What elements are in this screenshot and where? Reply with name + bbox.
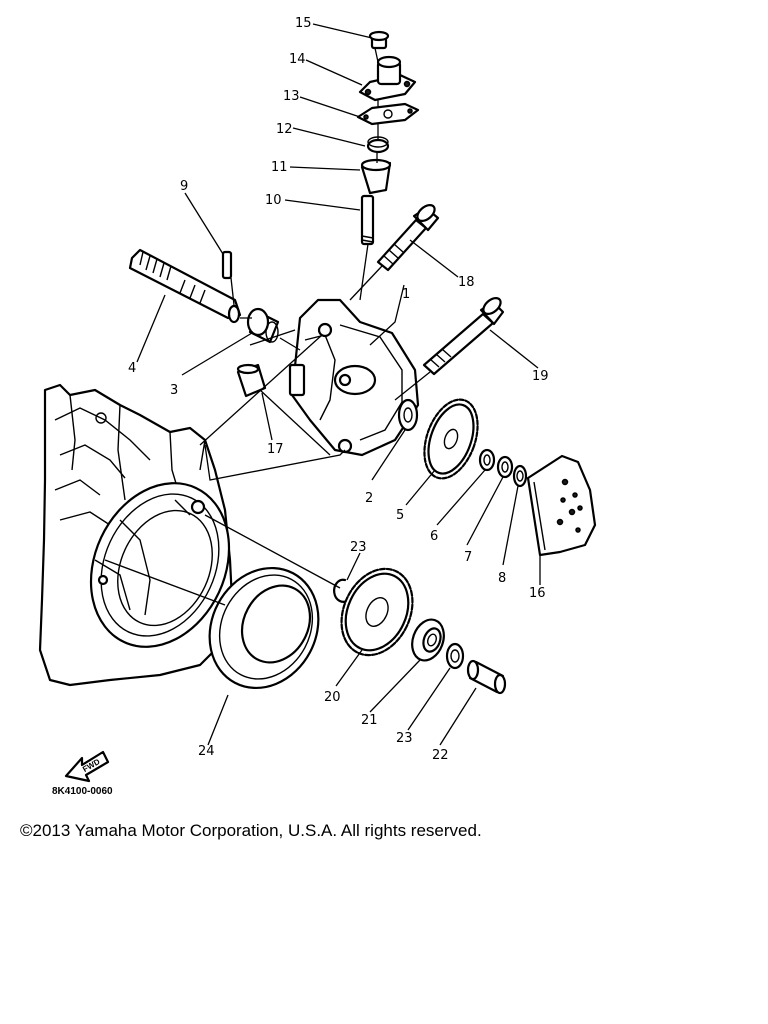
label-6: 6 xyxy=(430,529,438,544)
part-14-holder xyxy=(358,55,417,102)
part-19-bolt xyxy=(422,296,505,376)
label-24: 24 xyxy=(198,744,215,759)
label-17: 17 xyxy=(267,442,284,457)
label-3: 3 xyxy=(170,383,178,398)
part-15-bolt xyxy=(368,30,390,50)
forward-arrow-icon: FWD xyxy=(64,750,110,783)
label-10: 10 xyxy=(265,193,282,208)
part-18-bolt xyxy=(376,203,440,272)
label-4: 4 xyxy=(128,361,136,376)
assembly-lines xyxy=(104,47,431,606)
part-5-gear xyxy=(423,398,479,480)
label-16: 16 xyxy=(529,586,546,601)
part-13-gasket xyxy=(356,102,420,126)
label-11: 11 xyxy=(271,160,288,175)
part-3-sleeve xyxy=(246,307,280,344)
part-10-shaft xyxy=(360,194,375,246)
part-16-cover xyxy=(526,454,597,557)
parts-diagram: 15 14 13 12 11 10 9 18 1 4 3 19 17 2 5 6… xyxy=(38,16,597,797)
label-20: 20 xyxy=(324,690,341,705)
part-11-bushing xyxy=(360,158,392,195)
label-23-top: 23 xyxy=(350,540,367,555)
drawing-code: 8K4100-0060 xyxy=(52,786,113,797)
part-23-washer xyxy=(445,642,465,670)
label-23-bottom: 23 xyxy=(396,731,413,746)
part-labels: 15 14 13 12 11 10 9 18 1 4 3 19 17 2 5 6… xyxy=(128,16,549,763)
part-2-washer xyxy=(397,398,419,432)
part-8-clip xyxy=(512,464,528,488)
part-22-pin xyxy=(466,659,507,695)
label-22: 22 xyxy=(432,748,449,763)
label-7: 7 xyxy=(464,550,472,565)
part-23-circlip xyxy=(333,578,350,603)
part-4-shaft xyxy=(128,248,242,324)
label-9: 9 xyxy=(180,179,188,194)
part-7-washer xyxy=(496,455,514,479)
part-17-collar xyxy=(236,363,267,398)
part-1-pump-housing xyxy=(288,298,420,457)
label-18: 18 xyxy=(458,275,475,290)
label-2: 2 xyxy=(365,491,373,506)
label-5: 5 xyxy=(396,508,404,523)
label-19: 19 xyxy=(532,369,549,384)
part-21-bearing xyxy=(411,618,445,662)
label-8: 8 xyxy=(498,571,506,586)
label-12: 12 xyxy=(276,122,293,137)
copyright-notice: ©2013 Yamaha Motor Corporation, U.S.A. A… xyxy=(20,821,482,840)
part-24-seal xyxy=(208,566,320,690)
label-leaders xyxy=(136,23,541,746)
part-20-gear xyxy=(340,567,414,657)
crankcase xyxy=(38,383,234,687)
label-21: 21 xyxy=(361,713,378,728)
label-14: 14 xyxy=(289,52,306,67)
label-13: 13 xyxy=(283,89,300,104)
label-15: 15 xyxy=(295,16,312,31)
label-1: 1 xyxy=(402,287,410,302)
part-9-pin xyxy=(221,250,233,280)
part-6-washer xyxy=(478,448,496,472)
